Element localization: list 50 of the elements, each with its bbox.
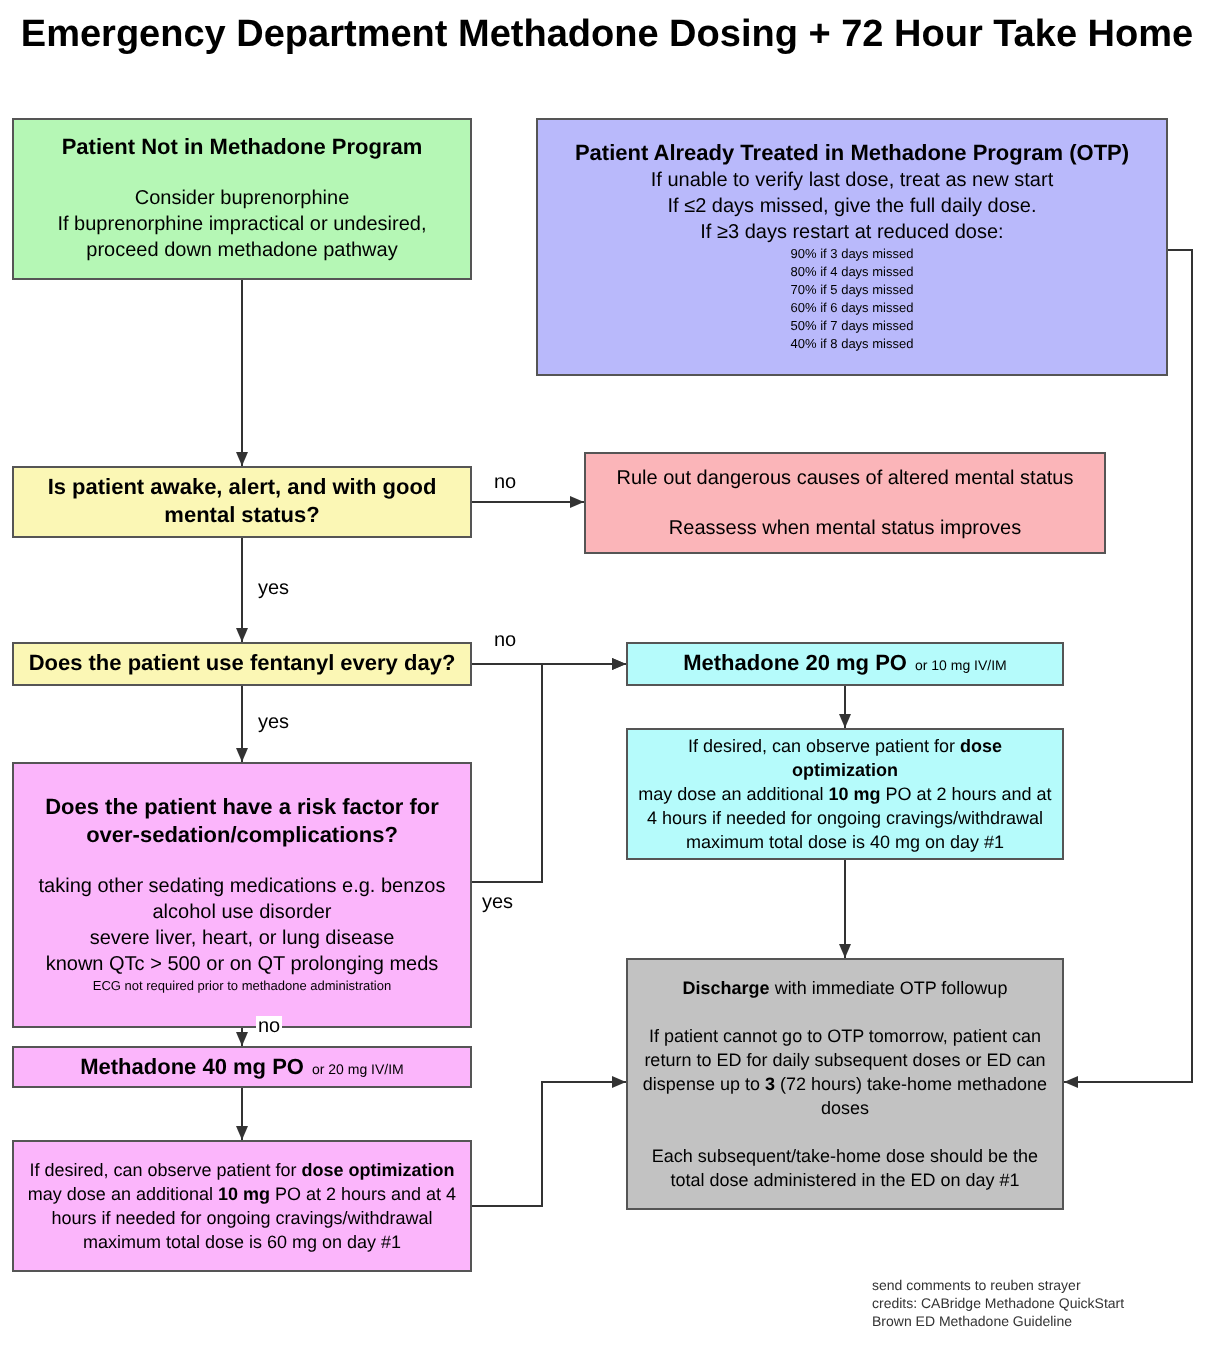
- box-text: Discharge with immediate OTP followup: [682, 976, 1008, 1000]
- decision-box: [12, 642, 472, 686]
- edge-label: yes: [256, 578, 292, 602]
- box-text: Each subsequent/take-home dose should be the total dose administered in the ED on day #1: [649, 1144, 1041, 1192]
- edge-label: yes: [256, 712, 292, 736]
- action-box: [12, 1140, 472, 1272]
- arrow: [471, 658, 627, 883]
- arrow: [839, 685, 851, 729]
- box-text: If desired, can observe patient for dose optimization: [29, 1158, 455, 1182]
- arrow: [471, 496, 585, 508]
- arrow: [839, 859, 851, 959]
- action-box: [584, 452, 1106, 554]
- box-text: taking other sedating medications e.g. benzos: [38, 874, 446, 900]
- decision-box: [12, 466, 472, 538]
- end-box: [626, 958, 1064, 1210]
- box-text: Reassess when mental status improves: [668, 515, 1022, 541]
- box-text: Consider buprenorphine: [134, 186, 350, 212]
- arrow: [236, 685, 248, 763]
- edge-label: yes: [480, 892, 516, 916]
- dose-box: [626, 642, 1064, 686]
- box-text: If unable to verify last dose, treat as new start: [650, 168, 1054, 194]
- box-text: maximum total dose is 60 mg on day #1: [82, 1230, 402, 1254]
- arrow: [236, 1087, 248, 1141]
- box-heading: Is patient awake, alert, and with good mental status?: [45, 474, 439, 530]
- start-box: [12, 118, 472, 280]
- dose-box: [12, 1046, 472, 1088]
- box-heading: Methadone 40 mg PO: [80, 1054, 304, 1082]
- box-text: If buprenorphine impractical or undesired, proceed down methadone pathway: [55, 212, 429, 264]
- arrow: [471, 1076, 627, 1207]
- box-heading: Patient Already Treated in Methadone Program (OTP): [574, 140, 1130, 168]
- arrow: [236, 537, 248, 643]
- box-text: alcohol use disorder: [152, 900, 332, 926]
- box-text: If patient cannot go to OTP tomorrow, patient can return to ED for daily subsequent doses or ED can dispense up to 3 (72 hours) take-home methadone doses: [640, 1024, 1050, 1120]
- box-text: known QTc > 500 or on QT prolonging meds: [45, 952, 439, 978]
- arrow: [236, 1027, 248, 1047]
- action-box: [626, 728, 1064, 860]
- arrow: [236, 279, 248, 467]
- box-heading: Patient Not in Methadone Program: [61, 134, 423, 162]
- box-text: If ≥3 days restart at reduced dose:: [700, 220, 1004, 246]
- box-text: If ≤2 days missed, give the full daily dose.: [667, 194, 1037, 220]
- box-text: maximum total dose is 40 mg on day #1: [685, 830, 1005, 854]
- start-box: [536, 118, 1168, 376]
- box-heading: Does the patient use fentanyl every day?: [28, 650, 456, 678]
- box-heading: Does the patient have a risk factor for over-sedation/complications?: [43, 794, 441, 850]
- box-text: severe liver, heart, or lung disease: [89, 926, 395, 952]
- box-text: Rule out dangerous causes of altered mental status: [616, 465, 1074, 491]
- box-text: If desired, can observe patient for dose optimization: [685, 734, 1005, 782]
- arrow: [1063, 249, 1193, 1088]
- diagram-title: Emergency Department Methadone Dosing + 72 Hour Take Home: [18, 12, 1196, 60]
- box-heading: Methadone 20 mg PO: [683, 650, 907, 678]
